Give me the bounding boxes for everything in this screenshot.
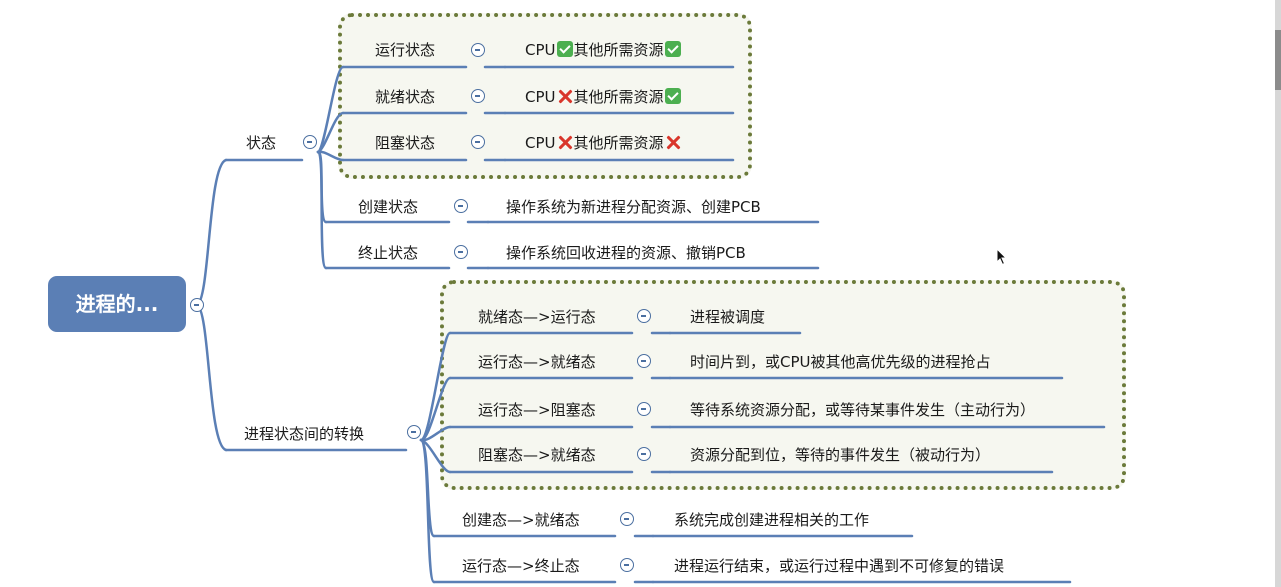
transition-running-terminated-label[interactable]: 运行态—>终止态 bbox=[462, 557, 580, 575]
state-terminated-desc[interactable]: 操作系统回收进程的资源、撤销PCB bbox=[506, 244, 746, 262]
states-node[interactable]: 状态 bbox=[246, 134, 277, 152]
state-branch-connector bbox=[316, 150, 328, 270]
other-resources-text: 其他所需资源 bbox=[573, 41, 664, 59]
cpu-text: CPU bbox=[525, 41, 556, 59]
root-to-transitions-connector bbox=[195, 303, 228, 452]
scrollbar-track[interactable] bbox=[1275, 0, 1281, 587]
root-node[interactable]: 进程的... bbox=[48, 276, 186, 332]
transition-running-ready-toggle[interactable] bbox=[637, 354, 651, 368]
check-icon bbox=[664, 88, 681, 104]
transition-running-terminated-desc[interactable]: 进程运行结束，或运行过程中遇到不可修复的错误 bbox=[674, 557, 1005, 575]
state-running-toggle[interactable] bbox=[471, 43, 485, 57]
states-highlight-box bbox=[338, 13, 752, 179]
transition-running-ready-desc[interactable]: 时间片到，或CPU被其他高优先级的进程抢占 bbox=[690, 353, 991, 371]
transition-blocked-ready-desc[interactable]: 资源分配到位，等待的事件发生（被动行为） bbox=[690, 446, 991, 464]
transition-running-blocked-desc[interactable]: 等待系统资源分配，或等待某事件发生（主动行为） bbox=[690, 401, 1036, 419]
root-collapse-toggle[interactable] bbox=[190, 298, 204, 312]
other-resources-text: 其他所需资源 bbox=[573, 134, 664, 152]
transition-new-ready-desc[interactable]: 系统完成创建进程相关的工作 bbox=[674, 511, 870, 529]
state-running-label[interactable]: 运行状态 bbox=[375, 41, 436, 59]
state-branch-connector bbox=[316, 111, 345, 154]
transition-blocked-ready-label[interactable]: 阻塞态—>就绪态 bbox=[478, 446, 596, 464]
transitions-collapse-toggle[interactable] bbox=[407, 425, 421, 439]
cpu-text: CPU bbox=[525, 88, 556, 106]
state-branch-connector bbox=[316, 65, 345, 154]
other-resources-text: 其他所需资源 bbox=[573, 88, 664, 106]
state-terminated-toggle[interactable] bbox=[454, 245, 468, 259]
state-blocked-desc[interactable]: CPU 其他所需资源 bbox=[525, 133, 682, 153]
root-to-states-connector bbox=[195, 158, 228, 307]
transition-running-ready-label[interactable]: 运行态—>就绪态 bbox=[478, 353, 596, 371]
state-ready-toggle[interactable] bbox=[471, 89, 485, 103]
transition-running-blocked-toggle[interactable] bbox=[637, 402, 651, 416]
state-ready-label[interactable]: 就绪状态 bbox=[375, 88, 436, 106]
state-blocked-toggle[interactable] bbox=[471, 135, 485, 149]
transition-ready-running-toggle[interactable] bbox=[637, 309, 651, 323]
transition-branch-connector bbox=[419, 376, 452, 442]
transition-branch-connector bbox=[419, 438, 436, 584]
cross-icon bbox=[557, 88, 573, 104]
transition-new-ready-toggle[interactable] bbox=[620, 512, 634, 526]
transition-branch-connector bbox=[419, 331, 452, 442]
state-blocked-label[interactable]: 阻塞状态 bbox=[375, 134, 436, 152]
state-running-desc[interactable]: CPU 其他所需资源 bbox=[525, 40, 682, 60]
scrollbar-thumb[interactable] bbox=[1275, 30, 1281, 90]
state-terminated-label[interactable]: 终止状态 bbox=[358, 244, 419, 262]
transition-blocked-ready-toggle[interactable] bbox=[637, 447, 651, 461]
cross-icon bbox=[665, 134, 681, 150]
transition-new-ready-label[interactable]: 创建态—>就绪态 bbox=[462, 511, 580, 529]
check-icon bbox=[556, 41, 573, 57]
cpu-text: CPU bbox=[525, 134, 556, 152]
mouse-cursor-icon bbox=[996, 248, 1008, 266]
transitions-highlight-box bbox=[440, 280, 1126, 490]
state-new-desc[interactable]: 操作系统为新进程分配资源、创建PCB bbox=[506, 198, 761, 216]
transition-ready-running-label[interactable]: 就绪态—>运行态 bbox=[478, 308, 596, 326]
state-new-label[interactable]: 创建状态 bbox=[358, 198, 419, 216]
transition-running-terminated-toggle[interactable] bbox=[620, 558, 634, 572]
check-icon bbox=[664, 41, 681, 57]
state-new-toggle[interactable] bbox=[454, 199, 468, 213]
transition-running-blocked-label[interactable]: 运行态—>阻塞态 bbox=[478, 401, 596, 419]
transition-ready-running-desc[interactable]: 进程被调度 bbox=[690, 308, 766, 326]
transitions-node[interactable]: 进程状态间的转换 bbox=[244, 425, 365, 443]
states-collapse-toggle[interactable] bbox=[303, 135, 317, 149]
state-ready-desc[interactable]: CPU 其他所需资源 bbox=[525, 87, 682, 107]
cross-icon bbox=[557, 134, 573, 150]
